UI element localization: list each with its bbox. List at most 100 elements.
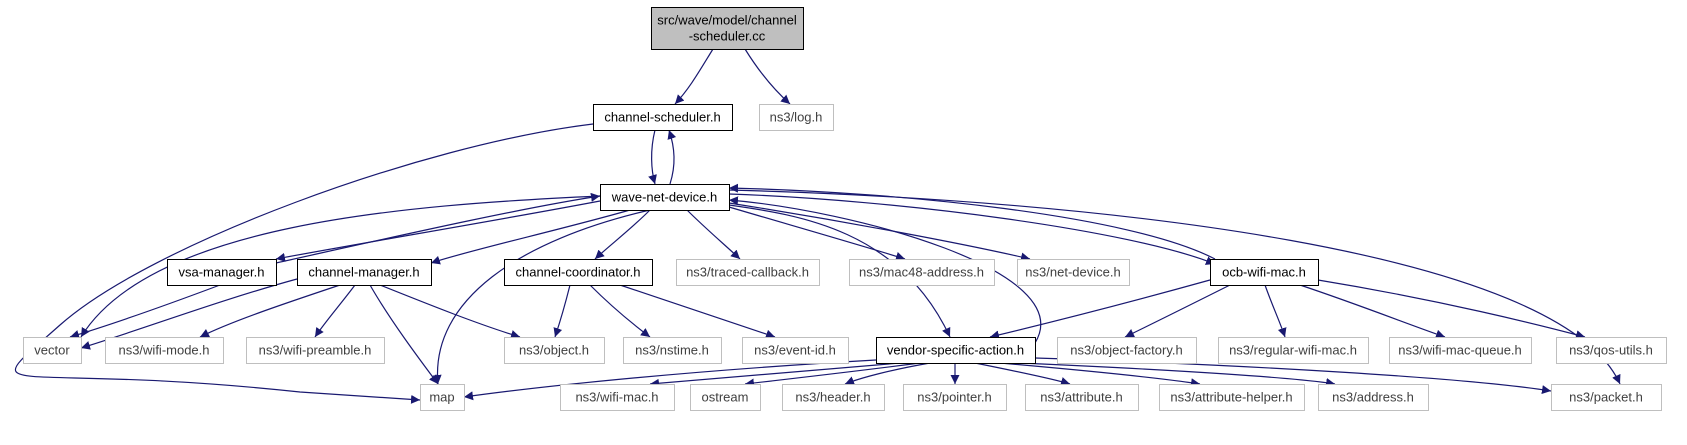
node-box: [1556, 337, 1667, 364]
node-ns3-wifi-mac-h: ns3/wifi-mac.h: [560, 384, 675, 411]
node-box: [690, 384, 761, 411]
edge-channel-manager-h-to-map: [369, 284, 439, 385]
node-ns3-wifi-preamble-h: ns3/wifi-preamble.h: [246, 337, 385, 364]
node-ns3-packet-h: ns3/packet.h: [1551, 384, 1662, 411]
node-label: ns3/attribute.h: [1040, 390, 1122, 405]
node-ns3-qos-utils-h: ns3/qos-utils.h: [1556, 337, 1667, 364]
edge-root-to-channel-scheduler-h: [674, 48, 714, 105]
node-label: ns3/object-factory.h: [1070, 343, 1182, 358]
edge-wave-net-device-h-to-vsa-manager-h: [275, 200, 601, 262]
node-vendor-specific-action-h[interactable]: vendor-specific-action.h: [876, 337, 1036, 364]
node-box: [623, 337, 722, 364]
edge-ocb-wifi-mac-h-to-ns3-qos-utils-h: [1317, 279, 1586, 340]
node-label: channel-scheduler.h: [604, 110, 720, 125]
node-label: map: [429, 390, 454, 405]
node-label: ns3/regular-wifi-mac.h: [1229, 343, 1357, 358]
edges-layer: [14, 48, 1621, 404]
node-label: ns3/attribute-helper.h: [1170, 390, 1292, 405]
node-ns3-pointer-h: ns3/pointer.h: [903, 384, 1007, 411]
edge-channel-scheduler-h-to-wave-net-device-h: [648, 129, 657, 185]
node-label: ns3/mac48-address.h: [859, 265, 984, 280]
edge-channel-manager-h-to-vector: [80, 278, 298, 350]
node-ns3-log-h: ns3/log.h: [759, 104, 834, 131]
node-vsa-manager-h[interactable]: vsa-manager.h: [167, 259, 277, 286]
edge-channel-coordinator-h-to-ns3-nstime-h: [589, 284, 651, 338]
node-label: ns3/qos-utils.h: [1569, 343, 1653, 358]
node-ns3-wifi-mac-queue-h: ns3/wifi-mac-queue.h: [1389, 337, 1532, 364]
node-label: vector: [34, 343, 70, 358]
edge-wave-net-device-h-to-channel-coordinator-h: [594, 209, 651, 260]
node-wave-net-device-h[interactable]: wave-net-device.h: [600, 184, 730, 211]
node-box: [297, 259, 432, 286]
node-map: map: [420, 384, 465, 411]
node-ns3-net-device-h: ns3/net-device.h: [1017, 259, 1130, 286]
edge-vsa-manager-h-to-vector: [69, 284, 221, 339]
edge-channel-manager-h-to-ns3-object-h: [379, 284, 521, 339]
node-box: [1159, 384, 1305, 411]
node-channel-manager-h[interactable]: channel-manager.h: [297, 259, 432, 286]
node-box: [759, 104, 834, 131]
node-label: ocb-wifi-mac.h: [1222, 265, 1306, 280]
edge-vendor-specific-action-h-to-ostream: [744, 362, 921, 388]
node-box: [593, 104, 733, 131]
edge-vsa-manager-h-to-wave-net-device-h: [275, 192, 601, 264]
edge-wave-net-device-h-to-channel-manager-h: [430, 209, 631, 265]
node-label: channel-manager.h: [308, 265, 419, 280]
node-label: ns3/header.h: [795, 390, 870, 405]
edge-ocb-wifi-mac-h-to-ns3-wifi-mac-queue-h: [1299, 284, 1446, 339]
edge-wave-net-device-h-to-ns3-net-device-h: [728, 202, 1031, 262]
edge-channel-coordinator-h-to-ns3-object-h: [553, 284, 571, 338]
node-ns3-nstime-h: ns3/nstime.h: [623, 337, 722, 364]
edge-wave-net-device-h-to-ns3-mac48-address-h: [728, 206, 906, 261]
edge-wave-net-device-h-to-ocb-wifi-mac-h: [728, 193, 1216, 265]
node-box: [1025, 384, 1139, 411]
node-ocb-wifi-mac-h[interactable]: ocb-wifi-mac.h: [1210, 259, 1319, 286]
edge-wave-net-device-h-to-ns3-traced-callback-h: [686, 209, 741, 260]
node-label: ostream: [702, 390, 749, 405]
node-ns3-mac48-address-h: ns3/mac48-address.h: [849, 259, 995, 286]
node-box: [742, 337, 849, 364]
edge-vendor-specific-action-h-to-ns3-attribute-h: [974, 362, 1071, 386]
node-label: vendor-specific-action.h: [887, 343, 1024, 358]
node-channel-scheduler-h[interactable]: channel-scheduler.h: [593, 104, 733, 131]
node-box: [1210, 259, 1319, 286]
node-ns3-attribute-helper-h: ns3/attribute-helper.h: [1159, 384, 1305, 411]
edge-vendor-specific-action-h-to-ns3-attribute-helper-h: [999, 362, 1201, 388]
node-label: channel-coordinator.h: [515, 265, 640, 280]
edge-vendor-specific-action-h-to-wave-net-device-h: [728, 196, 1042, 344]
edge-vendor-specific-action-h-to-ns3-header-h: [844, 362, 931, 385]
node-box: [1389, 337, 1532, 364]
edge-channel-coordinator-h-to-ns3-event-id-h: [619, 284, 776, 339]
node-ostream: ostream: [690, 384, 761, 411]
edge-ocb-wifi-mac-h-to-vendor-specific-action-h: [989, 279, 1211, 340]
node-ns3-wifi-mode-h: ns3/wifi-mode.h: [105, 337, 224, 364]
edge-vendor-specific-action-h-to-ns3-wifi-mac-h: [649, 362, 901, 388]
edge-ocb-wifi-mac-h-to-ns3-regular-wifi-mac-h: [1264, 284, 1287, 338]
node-box: [676, 259, 820, 286]
node-box: [1017, 259, 1130, 286]
edge-vendor-specific-action-h-to-ns3-address-h: [1019, 362, 1336, 387]
node-root[interactable]: src/wave/model/channel-scheduler.cc: [651, 7, 804, 50]
edge-vendor-specific-action-h-to-map: [463, 359, 877, 401]
edge-wave-net-device-h-to-vector: [80, 195, 601, 338]
node-channel-coordinator-h[interactable]: channel-coordinator.h: [504, 259, 653, 286]
node-label: ns3/net-device.h: [1025, 265, 1120, 280]
node-box: [560, 384, 675, 411]
node-box: [420, 384, 465, 411]
node-ns3-address-h: ns3/address.h: [1318, 384, 1429, 411]
node-ns3-object-h: ns3/object.h: [504, 337, 605, 364]
node-label: ns3/event-id.h: [754, 343, 836, 358]
node-box: [600, 184, 730, 211]
nodes-layer: src/wave/model/channel-scheduler.cc chann…: [23, 7, 1667, 411]
edge-wave-net-device-h-to-map: [432, 209, 651, 385]
node-label: vsa-manager.h: [179, 265, 265, 280]
node-box: [23, 337, 82, 364]
node-label: ns3/wifi-mac.h: [575, 390, 658, 405]
node-label: wave-net-device.h: [611, 190, 718, 205]
node-ns3-event-id-h: ns3/event-id.h: [742, 337, 849, 364]
node-ns3-header-h: ns3/header.h: [782, 384, 885, 411]
edge-channel-manager-h-to-ns3-wifi-mode-h: [199, 284, 341, 338]
node-box: [849, 259, 995, 286]
node-box: [782, 384, 885, 411]
